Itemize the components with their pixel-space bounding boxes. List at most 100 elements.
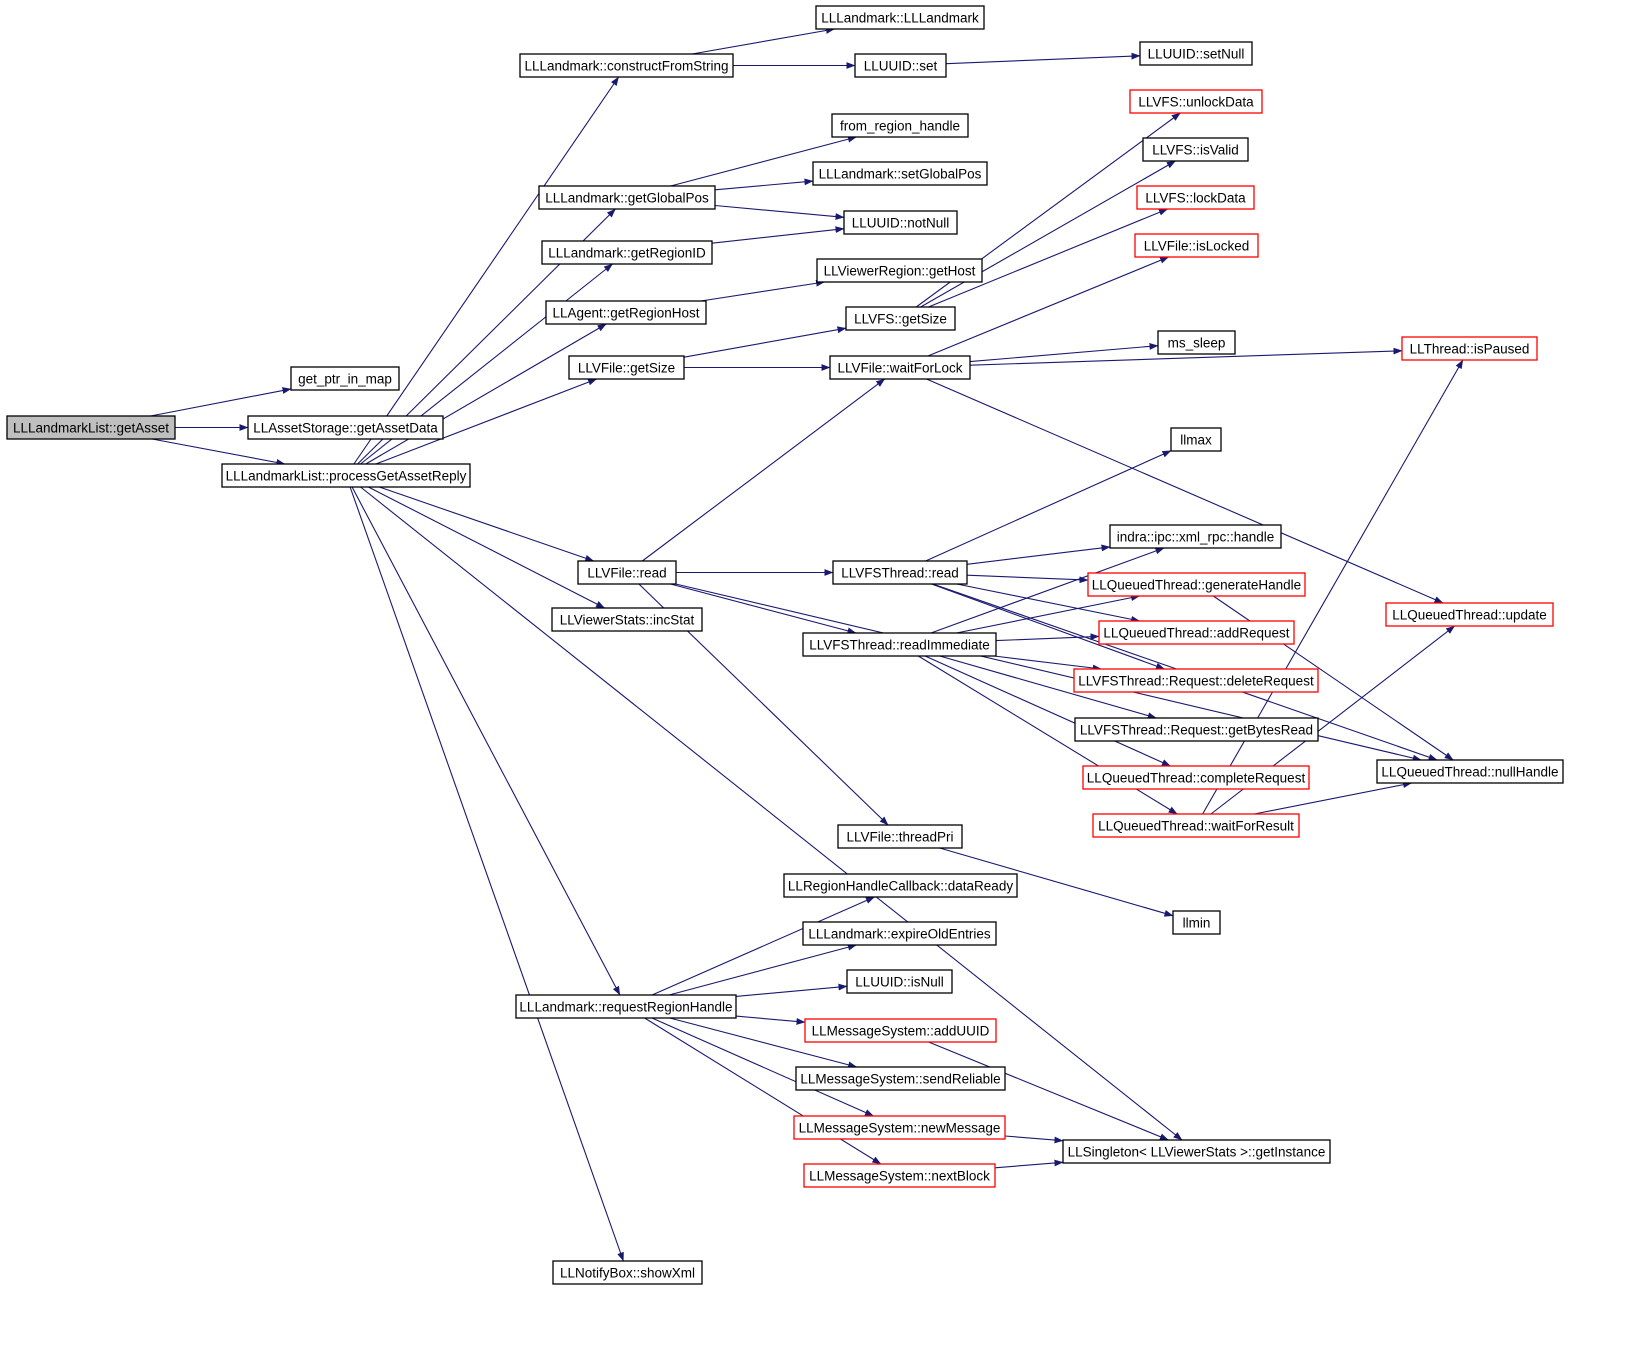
node-label: LLViewerRegion::getHost xyxy=(824,264,976,279)
node-box xyxy=(816,258,983,283)
node-readImmediate[interactable]: LLVFSThread::readImmediate xyxy=(802,632,997,657)
node-getGlobalPos[interactable]: LLLandmark::getGlobalPos xyxy=(538,185,716,210)
edge-vfsGetSize-to-lockData xyxy=(928,208,1168,308)
node-label: LLUUID::notNull xyxy=(852,216,950,231)
node-llmin[interactable]: llmin xyxy=(1172,910,1221,935)
node-from_region_handle[interactable]: from_region_handle xyxy=(831,113,969,138)
edge-processGetAssetReply-to-vfileRead xyxy=(379,486,595,562)
node-box xyxy=(545,300,707,325)
node-get_ptr_in_map[interactable]: get_ptr_in_map xyxy=(290,366,400,391)
node-setNull[interactable]: LLUUID::setNull xyxy=(1139,41,1253,66)
edge-requestRegionHandle-to-expireOldEntries xyxy=(668,943,857,996)
node-box xyxy=(802,632,997,657)
node-getHost[interactable]: LLViewerRegion::getHost xyxy=(816,258,983,283)
node-label: llmax xyxy=(1180,433,1212,448)
node-box xyxy=(804,1018,997,1043)
node-incStat[interactable]: LLViewerStats::incStat xyxy=(551,607,703,632)
node-box xyxy=(803,1163,996,1188)
node-dataReady[interactable]: LLRegionHandleCallback::dataReady xyxy=(783,873,1018,898)
node-addUUID[interactable]: LLMessageSystem::addUUID xyxy=(804,1018,997,1043)
edge-waitForLock-to-isLocked xyxy=(927,256,1170,357)
node-box xyxy=(793,1115,1006,1140)
node-newMessage[interactable]: LLMessageSystem::newMessage xyxy=(793,1115,1006,1140)
node-vfsThreadRead[interactable]: LLVFSThread::read xyxy=(832,560,968,585)
node-getBytesRead[interactable]: LLVFSThread::Request::getBytesRead xyxy=(1074,717,1319,742)
edge-getRegionID-to-notNull xyxy=(711,226,845,244)
node-getAsset[interactable]: LLLandmarkList::getAsset xyxy=(6,415,176,440)
node-completeRequest[interactable]: LLQueuedThread::completeRequest xyxy=(1082,765,1310,790)
edge-processGetAssetReply-to-showXml xyxy=(349,486,624,1262)
node-isNull[interactable]: LLUUID::isNull xyxy=(846,969,953,994)
node-isPaused[interactable]: LLThread::isPaused xyxy=(1401,336,1538,361)
node-box xyxy=(837,824,963,849)
node-box xyxy=(1157,330,1236,355)
node-setGlobalPos[interactable]: LLLandmark::setGlobalPos xyxy=(812,161,988,186)
node-xmlHandle[interactable]: indra::ipc::xml_rpc::handle xyxy=(1109,524,1282,549)
node-unlockData[interactable]: LLVFS::unlockData xyxy=(1129,89,1263,114)
node-box xyxy=(519,53,734,78)
node-isLocked[interactable]: LLVFile::isLocked xyxy=(1134,233,1259,258)
node-notNull[interactable]: LLUUID::notNull xyxy=(843,210,958,235)
edge-vfileRead-to-waitForLock xyxy=(641,378,886,562)
node-constructFromString[interactable]: LLLandmark::constructFromString xyxy=(519,53,734,78)
node-llmax[interactable]: llmax xyxy=(1170,427,1222,452)
node-LLLandmark[interactable]: LLLandmark::LLLandmark xyxy=(815,5,985,30)
node-box xyxy=(568,355,685,380)
node-label: from_region_handle xyxy=(840,119,960,134)
node-box xyxy=(1139,41,1253,66)
node-label: LLLandmark::requestRegionHandle xyxy=(519,1000,732,1015)
node-box xyxy=(221,463,471,488)
node-showXml[interactable]: LLNotifyBox::showXml xyxy=(552,1260,703,1285)
node-processGetAssetReply[interactable]: LLLandmarkList::processGetAssetReply xyxy=(221,463,471,488)
node-qtUpdate[interactable]: LLQueuedThread::update xyxy=(1385,602,1554,627)
node-uuidSet[interactable]: LLUUID::set xyxy=(854,53,947,78)
node-label: LLRegionHandleCallback::dataReady xyxy=(788,879,1013,894)
node-label: LLMessageSystem::addUUID xyxy=(812,1024,990,1039)
edge-constructFromString-to-LLLandmark xyxy=(691,27,835,55)
node-sendReliable[interactable]: LLMessageSystem::sendReliable xyxy=(795,1066,1006,1091)
node-box xyxy=(541,240,713,265)
edge-waitForLock-to-ms_sleep xyxy=(969,343,1159,363)
node-getInstance[interactable]: LLSingleton< LLViewerStats >::getInstanc… xyxy=(1062,1139,1331,1164)
node-lockData[interactable]: LLVFS::lockData xyxy=(1136,185,1255,210)
edge-vfsThreadRead-to-addRequest xyxy=(956,583,1141,623)
edge-vfsGetSize-to-isValid xyxy=(920,160,1176,308)
node-label: LLAgent::getRegionHost xyxy=(552,306,699,321)
node-label: LLLandmarkList::processGetAssetReply xyxy=(226,469,467,484)
node-threadPri[interactable]: LLVFile::threadPri xyxy=(837,824,963,849)
node-label: LLUUID::isNull xyxy=(855,975,944,990)
node-box xyxy=(1142,137,1249,162)
node-box xyxy=(829,355,971,380)
node-getAssetData[interactable]: LLAssetStorage::getAssetData xyxy=(247,415,444,440)
edge-vfsThreadRead-to-deleteRequest xyxy=(931,583,1165,670)
node-box xyxy=(1401,336,1538,361)
node-box xyxy=(1136,185,1255,210)
edge-readImmediate-to-getBytesRead xyxy=(939,655,1157,719)
node-generateHandle[interactable]: LLQueuedThread::generateHandle xyxy=(1087,572,1306,597)
node-expireOldEntries[interactable]: LLLandmark::expireOldEntries xyxy=(802,921,997,946)
edge-vfsThreadRead-to-xmlHandle xyxy=(966,544,1111,565)
node-box xyxy=(1134,233,1259,258)
node-requestRegionHandle[interactable]: LLLandmark::requestRegionHandle xyxy=(515,994,737,1019)
node-vfileGetSize[interactable]: LLVFile::getSize xyxy=(568,355,685,380)
node-box xyxy=(290,366,400,391)
node-label: LLQueuedThread::completeRequest xyxy=(1087,771,1306,786)
node-addRequest[interactable]: LLQueuedThread::addRequest xyxy=(1098,620,1295,645)
node-label: LLVFSThread::Request::getBytesRead xyxy=(1080,723,1313,738)
node-vfsGetSize[interactable]: LLVFS::getSize xyxy=(845,306,956,331)
node-label: LLMessageSystem::sendReliable xyxy=(800,1072,1000,1087)
node-nextBlock[interactable]: LLMessageSystem::nextBlock xyxy=(803,1163,996,1188)
node-label: LLSingleton< LLViewerStats >::getInstanc… xyxy=(1068,1145,1326,1160)
node-getRegionHost[interactable]: LLAgent::getRegionHost xyxy=(545,300,707,325)
node-nullHandle[interactable]: LLQueuedThread::nullHandle xyxy=(1376,759,1564,784)
node-label: LLNotifyBox::showXml xyxy=(560,1266,695,1281)
node-ms_sleep[interactable]: ms_sleep xyxy=(1157,330,1236,355)
node-deleteRequest[interactable]: LLVFSThread::Request::deleteRequest xyxy=(1073,668,1319,693)
node-label: indra::ipc::xml_rpc::handle xyxy=(1117,530,1275,545)
node-waitForResult[interactable]: LLQueuedThread::waitForResult xyxy=(1092,813,1300,838)
node-getRegionID[interactable]: LLLandmark::getRegionID xyxy=(541,240,713,265)
node-vfileRead[interactable]: LLVFile::read xyxy=(577,560,677,585)
edge-vfileRead-to-readImmediate xyxy=(670,583,857,635)
node-waitForLock[interactable]: LLVFile::waitForLock xyxy=(829,355,971,380)
node-isValid[interactable]: LLVFS::isValid xyxy=(1142,137,1249,162)
